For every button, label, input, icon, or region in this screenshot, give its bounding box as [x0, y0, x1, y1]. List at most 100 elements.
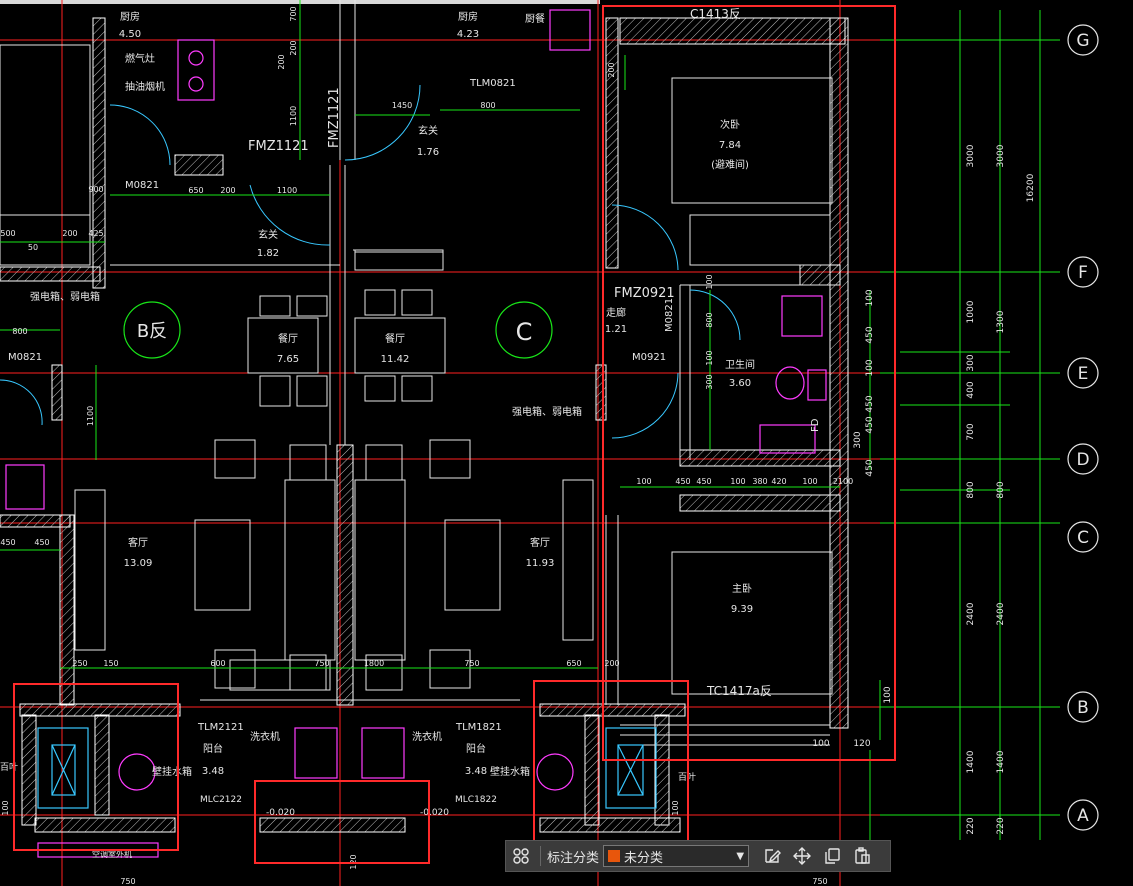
label-weak-electric-right: 强电箱、弱电箱	[512, 405, 582, 418]
room-dining-mid-area: 11.42	[381, 354, 410, 365]
dim-2100: 600	[210, 659, 225, 668]
dim-1100-left: 500	[0, 229, 15, 238]
axis-bubble-g	[1067, 24, 1099, 56]
dim-3000-a: 3000	[966, 144, 976, 167]
room-balcony-right-area: 3.48	[465, 766, 487, 777]
dim-200-bath: 100	[705, 274, 714, 289]
room-balcony-left-area: 3.48	[202, 766, 224, 777]
level-right: -0.020	[420, 808, 449, 818]
door-swings	[0, 84, 741, 439]
dim-1800: 750	[464, 659, 479, 668]
annotation-box-left-balcony[interactable]	[13, 683, 179, 851]
label-heater-left: 壁挂水箱	[152, 765, 192, 778]
dim-600-bottom: 750	[120, 877, 135, 886]
dim-400: 400	[966, 381, 976, 398]
room-foyer-mid: 玄关	[418, 124, 438, 137]
dim-450-d: 450	[696, 477, 711, 486]
dim-650-b: 150	[103, 659, 118, 668]
annotation-box-center-balcony[interactable]	[254, 780, 430, 864]
dim-300: 300	[966, 354, 976, 371]
clipboard-icon	[855, 847, 870, 864]
dim-1100-mid: 1100	[277, 186, 297, 195]
dim-bath-300: 300	[853, 431, 863, 448]
axis-bubble-d	[1067, 443, 1099, 475]
dim-1100-vert: 1100	[86, 406, 95, 426]
room-kitchen-left: 厨房	[120, 10, 140, 23]
copy-button[interactable]	[817, 841, 847, 871]
dim-150: 250	[72, 659, 87, 668]
label-gas-stove: 燃气灶	[125, 52, 155, 65]
room-foyer-mid-area: 1.76	[417, 147, 439, 158]
category-label: 标注分类	[547, 850, 600, 866]
dim-220-b: 220	[996, 817, 1006, 834]
annotation-boxes[interactable]	[13, 5, 896, 864]
room-master-bedroom-area: 9.39	[731, 604, 753, 615]
room-second-bedroom-area: 7.84	[719, 140, 741, 151]
dim-200-bath-b: 100	[705, 350, 714, 365]
dim-200-left: 425	[88, 229, 103, 238]
dim-200-mid: 200	[220, 186, 235, 195]
dim-600: 750	[314, 659, 329, 668]
room-dining-left-area: 7.65	[277, 354, 299, 365]
room-bathroom: 卫生间	[725, 358, 755, 371]
dim-1400-b: 1400	[996, 750, 1006, 773]
unit-markers	[123, 301, 553, 359]
dim-700: 700	[966, 423, 976, 440]
code-tc1417: TC1417a反	[706, 684, 772, 698]
dim-200-shaft-left: 100	[1, 800, 10, 815]
dim-100-e: 380	[752, 477, 767, 486]
dim-800-top: 800	[480, 101, 495, 110]
grid-view-button[interactable]	[506, 841, 536, 871]
dim-750-b: 650	[566, 659, 581, 668]
grid-icon	[513, 848, 529, 864]
paste-button[interactable]	[847, 841, 877, 871]
dim-700-top: 700	[289, 6, 298, 21]
move-button[interactable]	[787, 841, 817, 871]
move-icon	[793, 847, 812, 865]
code-tlm1821: TLM1821	[455, 722, 502, 733]
dim-450-e: 100	[730, 477, 745, 486]
label-weak-electric-left: 强电箱、弱电箱	[30, 290, 100, 303]
room-living-left: 客厅	[128, 536, 148, 549]
room-corridor: 走廊	[606, 306, 626, 319]
axis-bubble-f	[1067, 256, 1099, 288]
axis-label-f: F	[1078, 263, 1088, 283]
code-fmz1121: FMZ1121	[248, 139, 309, 154]
room-dining-mid: 餐厅	[385, 332, 405, 345]
room-corridor-area: 1.21	[605, 324, 627, 335]
label-shaft-left: 百叶	[0, 762, 18, 773]
axis-label-g: G	[1076, 31, 1089, 51]
dim-450-left-a: 450	[0, 538, 15, 547]
unit-marker-c	[495, 301, 553, 359]
annotation-box-right-unit[interactable]	[602, 5, 896, 761]
level-left: -0.020	[266, 808, 295, 818]
axis-label-d: D	[1076, 450, 1089, 470]
dim-2400-a: 2400	[966, 602, 976, 625]
label-heater-right: 壁挂水箱	[490, 765, 530, 778]
dim-bath-450-c: 100	[865, 359, 875, 376]
label-washer-left: 洗衣机	[250, 730, 280, 743]
code-fmz0921: FMZ0921	[614, 286, 675, 301]
dim-1450: 1450	[392, 101, 412, 110]
dim-380: 420	[771, 477, 786, 486]
code-mlc2122: MLC2122	[200, 795, 242, 805]
unit-label-c: C	[516, 318, 533, 346]
category-select[interactable]: 未分类 ▼	[603, 845, 750, 867]
dim-250-top-right: 200	[607, 62, 616, 77]
edit-button[interactable]	[757, 841, 787, 871]
edit-icon	[765, 849, 782, 863]
dim-750-a: 1800	[364, 659, 384, 668]
code-m0921: M0921	[632, 352, 666, 363]
axis-bubble-b	[1067, 691, 1099, 723]
room-living-left-area: 13.09	[124, 558, 153, 569]
dim-800-a: 800	[966, 481, 976, 498]
label-range-hood: 抽油烟机	[125, 80, 165, 93]
dim-16200: 16200	[1026, 173, 1036, 202]
dim-200-top: 200	[289, 40, 298, 55]
code-c1413: C1413反	[690, 7, 741, 21]
dim-100-bath: 300	[705, 374, 714, 389]
room-living-mid-area: 11.93	[526, 558, 555, 569]
room-bathroom-area: 3.60	[729, 378, 751, 389]
dim-50: 900	[88, 185, 103, 194]
